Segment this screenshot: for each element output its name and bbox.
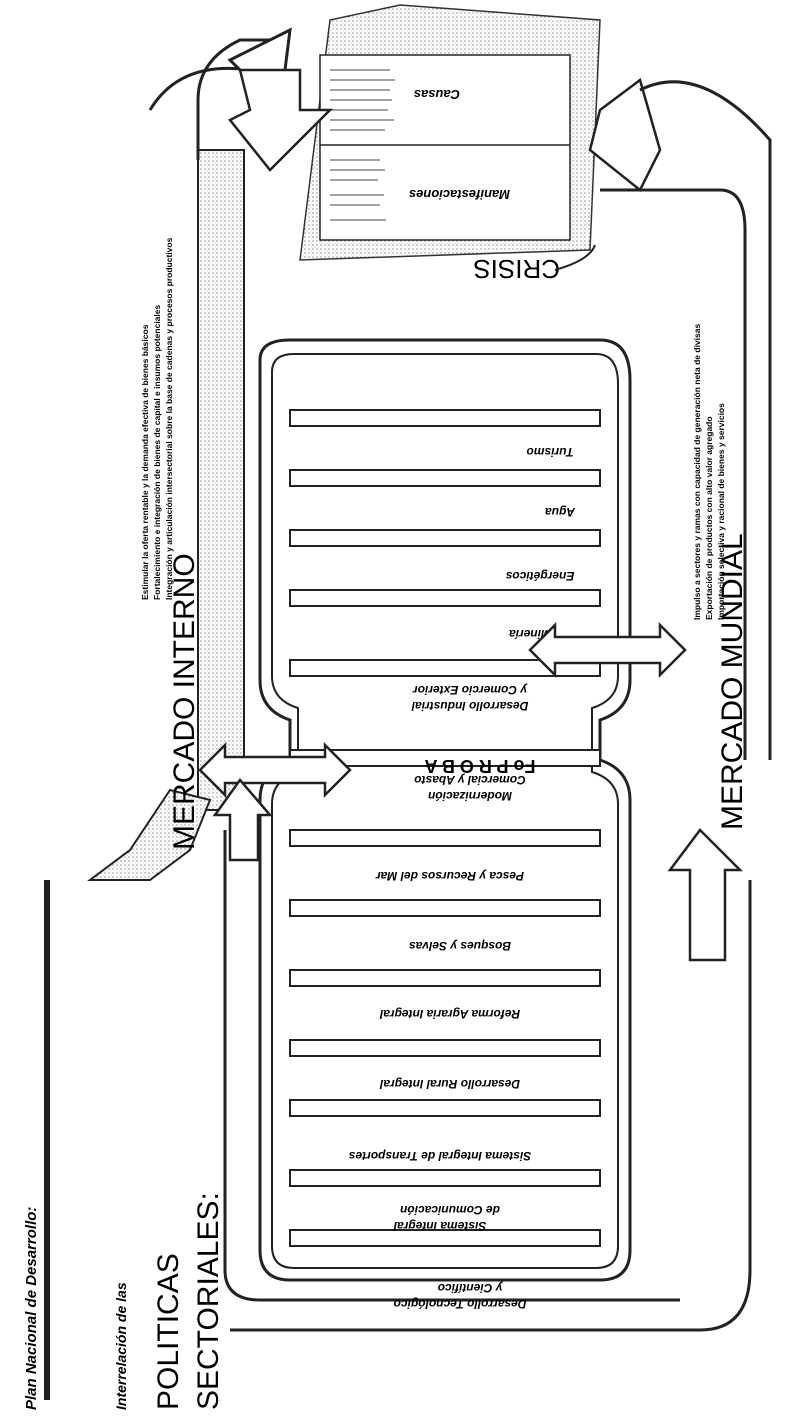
sector-1-line2: de Comunicación [400, 1203, 500, 1217]
crisis-causas-label: Causas [414, 87, 460, 102]
sector-8-line1: Desarrollo Industrial [411, 699, 528, 713]
sector-1-line1: Sistema Integral [393, 1219, 486, 1233]
sector-7-line1: Modernización [428, 789, 512, 803]
interno-note-2: Fortalecimiento e integración de bienes … [152, 305, 162, 600]
sector-5-line1: Bosques y Selvas [409, 939, 511, 953]
plan-title: Plan Nacional de Desarrollo: [23, 1207, 40, 1410]
sector-4-line1: Reforma Agraria Integral [379, 1007, 520, 1021]
crisis-manifestaciones-label: Manifestaciones [409, 187, 510, 202]
sector-0-line1: Desarrollo Tecnológico [394, 1297, 527, 1311]
sector-6-line1: Pesca y Recursos del Mar [375, 869, 524, 883]
proba-stamp: Fo P R O B A [424, 756, 535, 776]
sector-3-line1: Desarrollo Rural Integral [379, 1077, 520, 1091]
sector-bars [289, 409, 601, 1247]
crisis-block: Causas Manifestaciones CRISIS [228, 4, 772, 760]
mundial-note-3: Importación selectiva y racional de bien… [716, 403, 726, 620]
sector-11-line1: Agua [545, 505, 576, 519]
mercado-interno-channel: MERCADO INTERNO [87, 27, 752, 1332]
plan-block: Plan Nacional de Desarrollo: Interrelaci… [23, 880, 225, 1410]
interno-note-1: Estimular la oferta rentable y la demand… [140, 324, 150, 600]
mercado-interno-label: MERCADO INTERNO [168, 553, 201, 850]
interrelacion-label: Interrelación de las [113, 1282, 129, 1410]
sector-2-line1: Sistema Integral de Transportes [348, 1149, 531, 1163]
double-arrow-mundial [528, 621, 687, 679]
plan-underline [44, 880, 50, 1400]
mundial-note-2: Exportación de productos con alto valor … [704, 416, 714, 620]
interno-notes: Estimular la oferta rentable y la demand… [140, 237, 174, 600]
sector-8-line2: y Comercio Exterior [412, 683, 528, 697]
mercado-mundial-label: MERCADO MUNDIAL [716, 533, 749, 830]
crisis-label: CRISIS [473, 254, 560, 284]
sector-9-line1: Minería [509, 627, 551, 641]
politicas-label: POLITICAS [152, 1253, 185, 1410]
sector-12-line1: Turismo [526, 445, 573, 459]
mundial-note-1: Impulso a sectores y ramas con capacidad… [692, 324, 702, 620]
sectoriales-label: SECTORIALES: [192, 1192, 225, 1410]
upward-arrows [212, 777, 744, 962]
sector-7-line2: Comercial y Abasto [414, 773, 526, 787]
sector-panel: Desarrollo Tecnológico y Científico Sist… [258, 338, 632, 1311]
sector-0-line2: y Científico [438, 1281, 504, 1295]
interno-note-3: Integración y articulación intersectoria… [164, 237, 174, 600]
sector-10-line1: Energéticos [505, 569, 574, 583]
mundial-notes: Impulso a sectores y ramas con capacidad… [692, 324, 726, 620]
